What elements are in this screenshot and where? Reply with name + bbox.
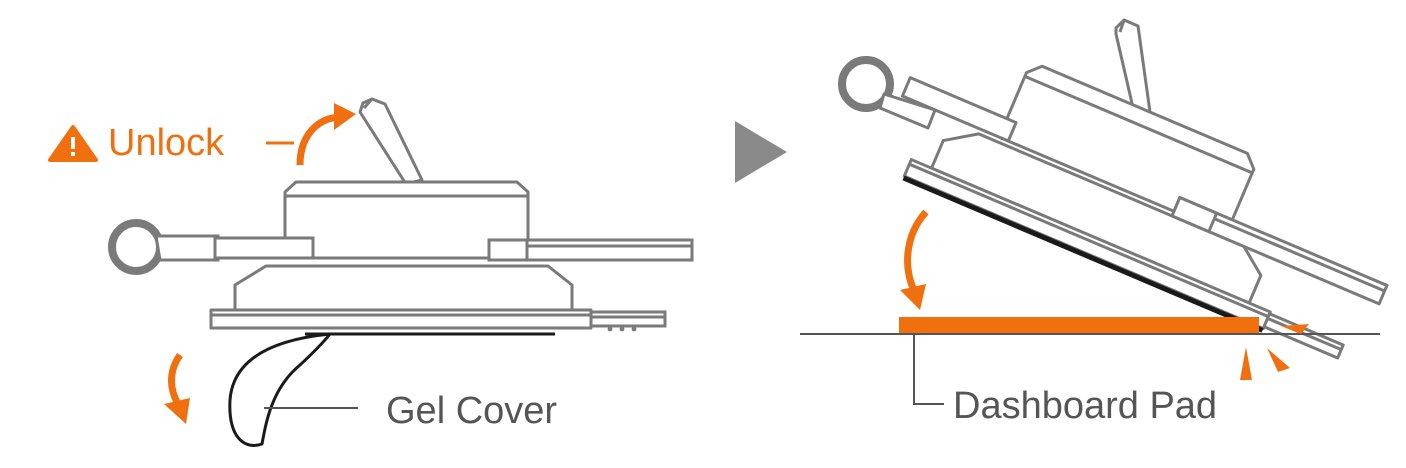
dashboard-pad-leader (913, 334, 944, 405)
peel-arrow-icon (164, 352, 190, 424)
play-arrow-icon (735, 121, 787, 183)
ring-neck-right (878, 92, 937, 130)
press-burst-icon (1240, 324, 1309, 380)
warning-triangle-icon (48, 125, 98, 162)
tilted-mount (900, 64, 1389, 360)
unlock-arrow-icon (296, 103, 356, 166)
side-tab (589, 310, 667, 332)
dashboard-pad (899, 317, 1259, 333)
release-ring (108, 219, 315, 275)
left-panel: Unlock (48, 97, 694, 447)
unlock-label: Unlock (108, 122, 225, 164)
mount-base (209, 264, 593, 330)
drop-arrow-icon (900, 209, 929, 310)
lever (358, 97, 424, 186)
gel-cover-film (228, 332, 332, 447)
release-ring-right (838, 56, 894, 112)
side-arm (487, 238, 694, 262)
dashboard-pad-label: Dashboard Pad (953, 385, 1217, 427)
right-panel: Dashboard Pad (800, 18, 1389, 427)
gel-cover-label: Gel Cover (386, 390, 557, 432)
